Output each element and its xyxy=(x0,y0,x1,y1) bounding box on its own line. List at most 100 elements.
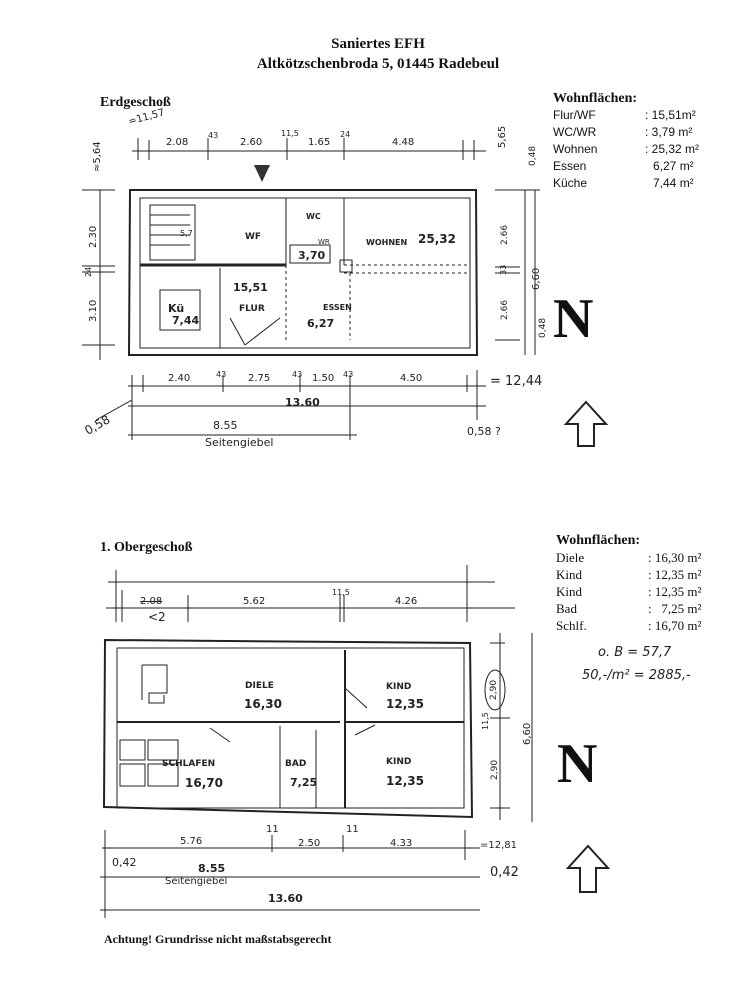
eg-dim-bottom: 43 xyxy=(343,370,354,379)
entrance-marker xyxy=(254,165,270,182)
eg-dim-length: 13.60 xyxy=(285,396,320,409)
handwritten-note-price: 50,-/m² = 2885,- xyxy=(582,668,691,683)
eg-room-flur: FLUR xyxy=(239,304,265,314)
og-dimension-lines xyxy=(100,565,533,918)
og-dim-bottom: 11 xyxy=(266,824,279,835)
og-room-diele: DIELE xyxy=(245,681,274,691)
area-name: Diele xyxy=(556,550,585,565)
og-dim-right: 2,90 xyxy=(489,679,499,700)
og-dim-top-note: <2 xyxy=(148,610,166,624)
eg-room-wohnen: WOHNEN xyxy=(366,238,408,247)
area-name: Bad xyxy=(556,601,577,616)
og-title: 1. Obergeschoß xyxy=(100,540,193,555)
eg-dim-top: 2.60 xyxy=(240,137,263,148)
north-arrow-og-icon xyxy=(565,844,611,893)
area-name: Küche xyxy=(553,176,588,190)
area-value: 7,44 m² xyxy=(653,176,694,190)
og-dim-bottom: 5.76 xyxy=(180,836,203,847)
eg-room-wr: WR xyxy=(318,238,330,246)
og-dim-total-length: =12,81 xyxy=(480,840,518,851)
og-gable-offset-right: 0,42 xyxy=(490,865,519,880)
og-dim-bottom: 2.50 xyxy=(298,838,321,849)
og-room-schlafen: SCHLAFEN xyxy=(162,759,216,769)
area-value: : 16,30 m² xyxy=(648,550,702,565)
og-area-row: Bad : 7,25 m² xyxy=(556,600,726,617)
og-room-diele-area: 16,30 xyxy=(244,697,282,711)
eg-room-essen: ESSEN xyxy=(323,303,352,312)
address: Altkötzschenbroda 5, 01445 Radebeul xyxy=(256,56,500,72)
eg-dim-bottom: 1.50 xyxy=(312,373,335,384)
document-title: Saniertes EFH xyxy=(331,36,425,52)
eg-dim-top: 11,5 xyxy=(281,129,299,138)
eg-room-wohnen-area: 25,32 xyxy=(418,232,456,246)
og-dim-right: 6,60 xyxy=(522,722,533,745)
eg-plan-walls xyxy=(127,189,479,356)
eg-dim-right: 2.66 xyxy=(500,299,510,320)
og-dim-bottom: 4.33 xyxy=(390,838,413,849)
eg-dim-total-length: = 12,44 xyxy=(490,374,543,389)
eg-area-row: WC/WR: 3,79 m² xyxy=(553,124,731,141)
area-value: : 15,51m² xyxy=(645,108,696,122)
area-name: Wohnen xyxy=(553,142,598,156)
eg-dim-right: 33 xyxy=(499,264,508,275)
og-area-row: Schlf.: 16,70 m² xyxy=(556,617,726,634)
eg-dim-bottom: 2.75 xyxy=(248,373,271,384)
document-header: Saniertes EFH Altkötzschenbroda 5, 01445… xyxy=(0,34,756,74)
og-dim-top: 5.62 xyxy=(243,596,266,607)
og-room-bad: BAD xyxy=(285,759,307,769)
area-value: : 12,35 m² xyxy=(648,567,702,582)
eg-area-row: Wohnen : 25,32 m² xyxy=(553,141,731,158)
eg-dim-left: ≈5,64 xyxy=(92,141,103,172)
area-value: : 7,25 m² xyxy=(648,601,702,616)
og-area-row: Kind: 12,35 m² xyxy=(556,583,726,600)
area-name: WC/WR xyxy=(553,125,597,139)
og-room-kind-1: KIND xyxy=(386,682,412,692)
og-gable-label: Seitengiebel xyxy=(165,876,228,887)
eg-room-wf: WF xyxy=(245,232,262,242)
eg-dim-top: 43 xyxy=(208,131,219,140)
og-dim-top: 4.26 xyxy=(395,596,418,607)
eg-dim-top: 4.48 xyxy=(392,137,415,148)
og-room-schlafen-area: 16,70 xyxy=(185,776,223,790)
eg-area-row: Küche 7,44 m² xyxy=(553,175,731,192)
eg-dim-bottom: 2.40 xyxy=(168,373,191,384)
eg-title: Erdgeschoß xyxy=(100,95,171,110)
eg-gable-length: 8.55 xyxy=(213,419,238,432)
eg-dim-right: 2.66 xyxy=(500,224,510,245)
eg-dim-right: 0,48 xyxy=(528,145,538,166)
og-dim-bottom: 11 xyxy=(346,824,359,835)
og-room-kind-1-area: 12,35 xyxy=(386,697,424,711)
eg-gable-offset-right: 0,58 ? xyxy=(467,425,501,438)
eg-area-row: Flur/WF: 15,51m² xyxy=(553,107,731,124)
area-value: : 25,32 m² xyxy=(645,142,700,156)
north-arrow-eg-icon xyxy=(563,400,609,447)
eg-stair-label: 5,7 xyxy=(180,229,193,238)
og-area-table: Wohnflächen: Diele: 16,30 m² Kind: 12,35… xyxy=(556,532,726,634)
og-room-bad-area: 7,25 xyxy=(290,776,318,789)
og-dim-length: 13.60 xyxy=(268,892,303,905)
eg-room-kueche-area: 7,44 xyxy=(172,314,200,327)
handwritten-note-area: o. B = 57,7 xyxy=(598,645,672,660)
og-dim-right: 2,90 xyxy=(490,759,500,780)
og-areas-heading: Wohnflächen: xyxy=(556,533,641,548)
eg-dim-top: 24 xyxy=(340,130,351,139)
area-value: : 16,70 m² xyxy=(648,618,702,633)
eg-room-wcwr-area: 3,70 xyxy=(298,249,326,262)
eg-room-essen-area: 6,27 xyxy=(307,317,335,330)
og-area-row: Diele : 16,30 m² xyxy=(556,549,726,566)
eg-dim-top: 1.65 xyxy=(308,137,331,148)
og-dim-top: 11,5 xyxy=(332,588,350,597)
eg-area-table: Wohnflächen: Flur/WF: 15,51m² WC/WR: 3,7… xyxy=(553,90,731,192)
og-dim-top: 2.08 xyxy=(140,596,163,607)
eg-dim-right: 6,60 xyxy=(531,267,542,290)
eg-dim-right: 0,48 xyxy=(538,317,548,338)
eg-room-kueche: Kü xyxy=(168,302,185,315)
eg-dim-left: 3.10 xyxy=(88,299,99,322)
eg-gable-label: Seitengiebel xyxy=(205,436,274,449)
eg-areas-heading: Wohnflächen: xyxy=(553,91,638,106)
og-dim-right: 11,5 xyxy=(481,712,490,730)
area-name: Kind xyxy=(556,584,582,599)
